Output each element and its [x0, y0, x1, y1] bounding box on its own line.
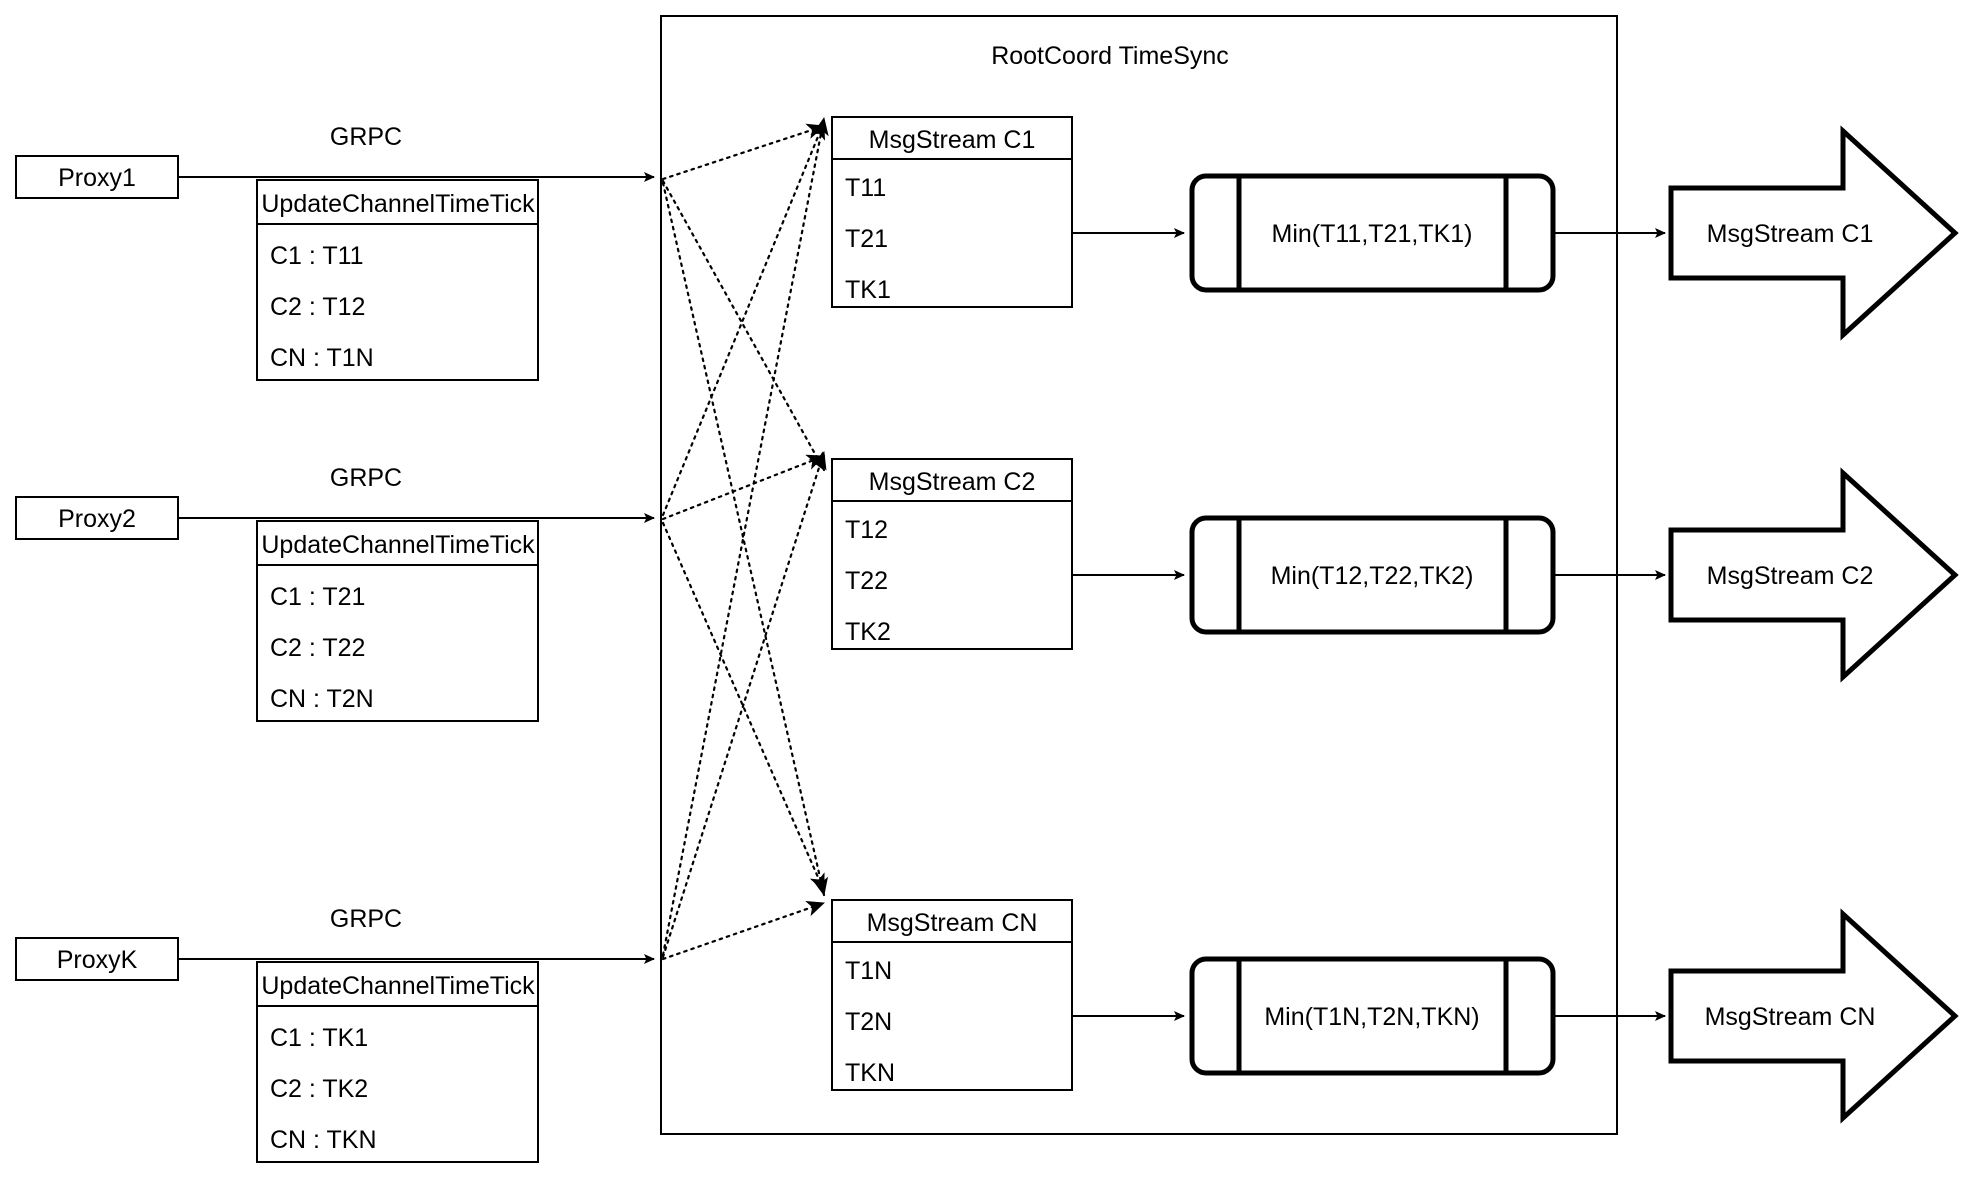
proxy-label-3: ProxyK	[57, 946, 138, 974]
output-arrow-1: MsgStream C1	[1668, 125, 1959, 341]
process-shape-2: Min(T12,T22,TK2)	[1189, 515, 1556, 635]
request-card-1: UpdateChannelTimeTick C1 : T11 C2 : T12 …	[256, 179, 539, 381]
msgstream-card-1: MsgStream C1 T11 T21 TK1	[831, 116, 1073, 308]
msgstream-card-1-row-1: T21	[845, 225, 888, 253]
msgstream-card-2-row-1: T22	[845, 567, 888, 595]
proxy-box-1[interactable]	[15, 155, 179, 199]
msgstream-card-3-frame	[831, 899, 1073, 1091]
output-arrow-2-shape	[1668, 467, 1959, 683]
request-card-3-frame	[256, 961, 539, 1163]
request-card-2-row-0: C1 : T21	[270, 583, 365, 611]
process-shape-2-label: Min(T12,T22,TK2)	[1271, 562, 1474, 590]
request-card-3-row-1: C2 : TK2	[270, 1075, 368, 1103]
channel-group-3: MsgStream CN T1N T2N TKN Min(T1N,T2N,TKN…	[831, 899, 1959, 1124]
proxy-box-2[interactable]	[15, 496, 179, 540]
msgstream-card-2-frame	[831, 458, 1073, 650]
output-arrow-3-shape	[1668, 908, 1959, 1124]
fanout-p2-cn	[661, 521, 826, 893]
msgstream-card-2: MsgStream C2 T12 T22 TK2	[831, 458, 1073, 650]
process-shape-1: Min(T11,T21,TK1)	[1189, 173, 1556, 293]
request-card-2-row-1: C2 : T22	[270, 634, 365, 662]
fanout-p2-c2	[661, 454, 826, 521]
request-card-2-frame	[256, 520, 539, 722]
fanout-pk-cn	[661, 901, 826, 961]
request-card-3-row-2: CN : TKN	[270, 1126, 377, 1154]
fanout-p1-cn	[661, 181, 829, 897]
grpc-label-3: GRPC	[330, 905, 402, 933]
proxy-label-2: Proxy2	[58, 505, 136, 533]
output-arrow-1-label: MsgStream C1	[1707, 220, 1874, 248]
process-shape-1-label: Min(T11,T21,TK1)	[1272, 220, 1473, 248]
msgstream-card-3: MsgStream CN T1N T2N TKN	[831, 899, 1073, 1091]
output-arrow-2: MsgStream C2	[1668, 467, 1959, 683]
rootcoord-title: RootCoord TimeSync	[991, 42, 1229, 70]
output-arrow-3: MsgStream CN	[1668, 908, 1959, 1124]
msgstream-card-1-row-2: TK1	[845, 276, 891, 304]
proxy-box-3[interactable]	[15, 937, 179, 981]
proxy-row-3: ProxyK GRPC UpdateChannelTimeTick C1 : T…	[15, 905, 655, 1163]
fanout-p2-c1	[661, 120, 826, 517]
msgstream-card-1-frame	[831, 116, 1073, 308]
timetick-fanout-links	[661, 116, 829, 961]
msgstream-card-2-row-2: TK2	[845, 618, 891, 646]
process-shape-3: Min(T1N,T2N,TKN)	[1189, 956, 1556, 1076]
proxy-row-2: Proxy2 GRPC UpdateChannelTimeTick C1 : T…	[15, 464, 655, 722]
channel-group-1: MsgStream C1 T11 T21 TK1 Min(T11,T21,TK1…	[831, 116, 1959, 341]
request-card-1-row-0: C1 : T11	[270, 242, 364, 270]
request-card-3: UpdateChannelTimeTick C1 : TK1 C2 : TK2 …	[256, 961, 539, 1163]
request-card-3-row-0: C1 : TK1	[270, 1024, 368, 1052]
request-card-2: UpdateChannelTimeTick C1 : T21 C2 : T22 …	[256, 520, 539, 722]
request-card-1-header: UpdateChannelTimeTick	[261, 190, 535, 218]
msgstream-card-3-row-2: TKN	[845, 1059, 895, 1087]
msgstream-card-3-row-1: T2N	[845, 1008, 892, 1036]
request-card-1-row-1: C2 : T12	[270, 293, 365, 321]
msgstream-card-2-row-0: T12	[845, 516, 888, 544]
channel-group-2: MsgStream C2 T12 T22 TK2 Min(T12,T22,TK2…	[831, 458, 1959, 683]
output-arrow-3-label: MsgStream CN	[1705, 1003, 1876, 1031]
msgstream-card-3-row-0: T1N	[845, 957, 892, 985]
msgstream-card-3-header: MsgStream CN	[867, 909, 1038, 937]
msgstream-card-1-header: MsgStream C1	[869, 126, 1036, 154]
request-card-3-header: UpdateChannelTimeTick	[261, 972, 535, 1000]
request-card-2-header: UpdateChannelTimeTick	[261, 531, 535, 559]
request-card-2-row-2: CN : T2N	[270, 685, 374, 713]
fanout-pk-c1	[661, 116, 829, 957]
proxy-row-1: Proxy1 GRPC UpdateChannelTimeTick C1 : T…	[15, 123, 655, 381]
output-arrow-2-label: MsgStream C2	[1707, 562, 1874, 590]
request-card-1-frame	[256, 179, 539, 381]
process-shape-3-label: Min(T1N,T2N,TKN)	[1264, 1003, 1479, 1031]
msgstream-card-1-row-0: T11	[845, 174, 886, 202]
fanout-pk-c2	[661, 450, 827, 959]
proxy-label-1: Proxy1	[58, 164, 136, 192]
grpc-label-2: GRPC	[330, 464, 402, 492]
fanout-p1-c2	[661, 179, 826, 472]
request-card-1-row-2: CN : T1N	[270, 344, 374, 372]
grpc-label-1: GRPC	[330, 123, 402, 151]
msgstream-card-2-header: MsgStream C2	[869, 468, 1036, 496]
output-arrow-1-shape	[1668, 125, 1959, 341]
fanout-p1-c1	[661, 123, 826, 181]
